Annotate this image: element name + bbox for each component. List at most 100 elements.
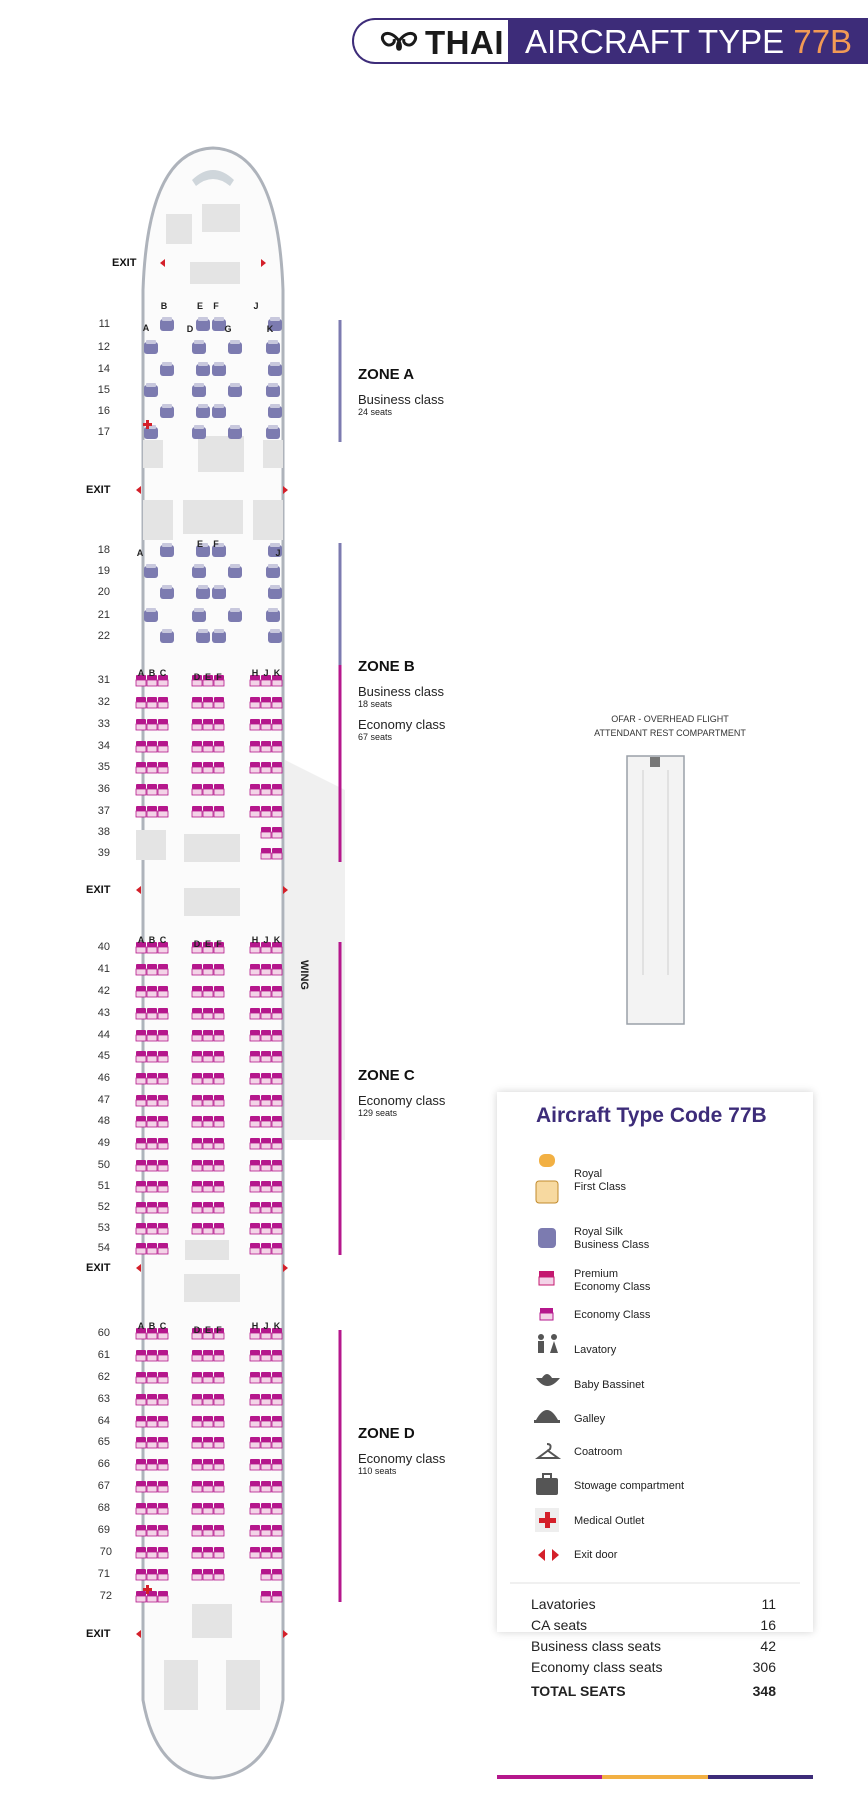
economy-seat	[202, 1007, 214, 1020]
row-number: 39	[97, 847, 110, 859]
column-letter: A	[142, 323, 150, 333]
row-number: 19	[97, 565, 110, 577]
economy-seat	[135, 1349, 147, 1362]
economy-seat	[157, 1115, 169, 1128]
business-seat	[212, 404, 226, 418]
business-seat	[192, 425, 206, 439]
economy-seat	[271, 963, 283, 976]
column-letter: K	[273, 1321, 281, 1331]
legend-item-label: Royal Silk Business Class	[574, 1226, 650, 1251]
economy-seat	[260, 1115, 272, 1128]
row-number: 68	[97, 1502, 110, 1514]
row-number: 15	[97, 384, 110, 396]
economy-seat	[157, 1524, 169, 1537]
economy-seat	[202, 1436, 214, 1449]
business-seat	[144, 383, 158, 397]
business-seat	[268, 404, 282, 418]
economy-seat	[135, 1007, 147, 1020]
exit-label: EXIT	[112, 257, 137, 269]
economy-seat	[146, 1393, 158, 1406]
economy-seat	[213, 761, 225, 774]
economy-seat	[146, 1029, 158, 1042]
economy-seat	[202, 1115, 214, 1128]
economy-seat	[157, 740, 169, 753]
economy-seat	[202, 1222, 214, 1235]
zone-title: ZONE A	[358, 366, 415, 383]
economy-seat	[157, 1180, 169, 1193]
column-letter: F	[216, 1325, 222, 1335]
economy-seat	[146, 761, 158, 774]
row-number: 11	[98, 318, 110, 330]
economy-seat	[249, 1371, 261, 1384]
economy-seat	[202, 1094, 214, 1107]
row-number: 12	[97, 341, 110, 353]
row-number: 48	[97, 1115, 110, 1127]
zone-class-name: Economy class	[358, 1451, 446, 1466]
economy-seat	[249, 1029, 261, 1042]
rear-galley-right	[226, 1660, 260, 1710]
economy-seat	[249, 985, 261, 998]
economy-seat	[191, 1371, 203, 1384]
galley-block-c	[184, 1274, 240, 1302]
ofar-line-2: ATTENDANT REST COMPARTMENT	[594, 728, 746, 738]
ofar-stowage-icon	[650, 757, 660, 767]
economy-seat	[157, 1349, 169, 1362]
footer-stripe-segment	[497, 1775, 603, 1779]
economy-seat	[271, 718, 283, 731]
economy-seat	[146, 985, 158, 998]
row-number: 63	[97, 1393, 110, 1405]
economy-seat	[271, 805, 283, 818]
economy-seat	[260, 1458, 272, 1471]
economy-seat	[202, 1137, 214, 1150]
stat-value: 306	[752, 1659, 776, 1675]
economy-seat	[271, 1436, 283, 1449]
lavatory-icon	[538, 1334, 558, 1353]
economy-seat	[146, 1415, 158, 1428]
economy-seat	[157, 1436, 169, 1449]
column-letter: K	[273, 668, 281, 678]
economy-seat	[146, 1349, 158, 1362]
economy-seat	[191, 1393, 203, 1406]
column-letter: E	[196, 301, 203, 311]
economy-seat	[271, 985, 283, 998]
economy-seat	[213, 1349, 225, 1362]
economy-seat	[260, 1094, 272, 1107]
legend-item-label: Lavatory	[574, 1344, 617, 1356]
economy-seat	[260, 1436, 272, 1449]
row-number: 21	[97, 609, 110, 621]
column-letter: H	[251, 1321, 259, 1331]
economy-seat	[260, 1180, 272, 1193]
row-number: 17	[97, 426, 110, 438]
column-letter: C	[159, 935, 167, 945]
business-seat	[266, 608, 280, 622]
business-seat	[268, 362, 282, 376]
row-number: 52	[97, 1201, 110, 1213]
economy-seat	[271, 1115, 283, 1128]
galley-block-54	[185, 1240, 229, 1260]
row-number: 42	[97, 985, 110, 997]
galley-block-a	[190, 262, 240, 284]
stat-value: 42	[760, 1638, 776, 1654]
economy-seat	[191, 1072, 203, 1085]
business-seat	[144, 564, 158, 578]
economy-seat	[157, 805, 169, 818]
economy-seat	[271, 1094, 283, 1107]
economy-seat	[213, 1159, 225, 1172]
economy-seat	[157, 1393, 169, 1406]
row-number: 14	[97, 363, 110, 375]
economy-seat	[191, 1180, 203, 1193]
business-seat	[212, 585, 226, 599]
economy-seat	[146, 1242, 158, 1255]
economy-seat	[202, 783, 214, 796]
economy-seat	[191, 1029, 203, 1042]
stat-value: 16	[760, 1617, 776, 1633]
economy-seat	[260, 696, 272, 709]
exit-arrow-right	[261, 259, 266, 267]
economy-seat	[249, 761, 261, 774]
economy-seat	[213, 1029, 225, 1042]
business-seat	[196, 404, 210, 418]
economy-seat	[249, 1201, 261, 1214]
business-seat	[196, 362, 210, 376]
business-seat	[228, 608, 242, 622]
business-seat	[144, 608, 158, 622]
